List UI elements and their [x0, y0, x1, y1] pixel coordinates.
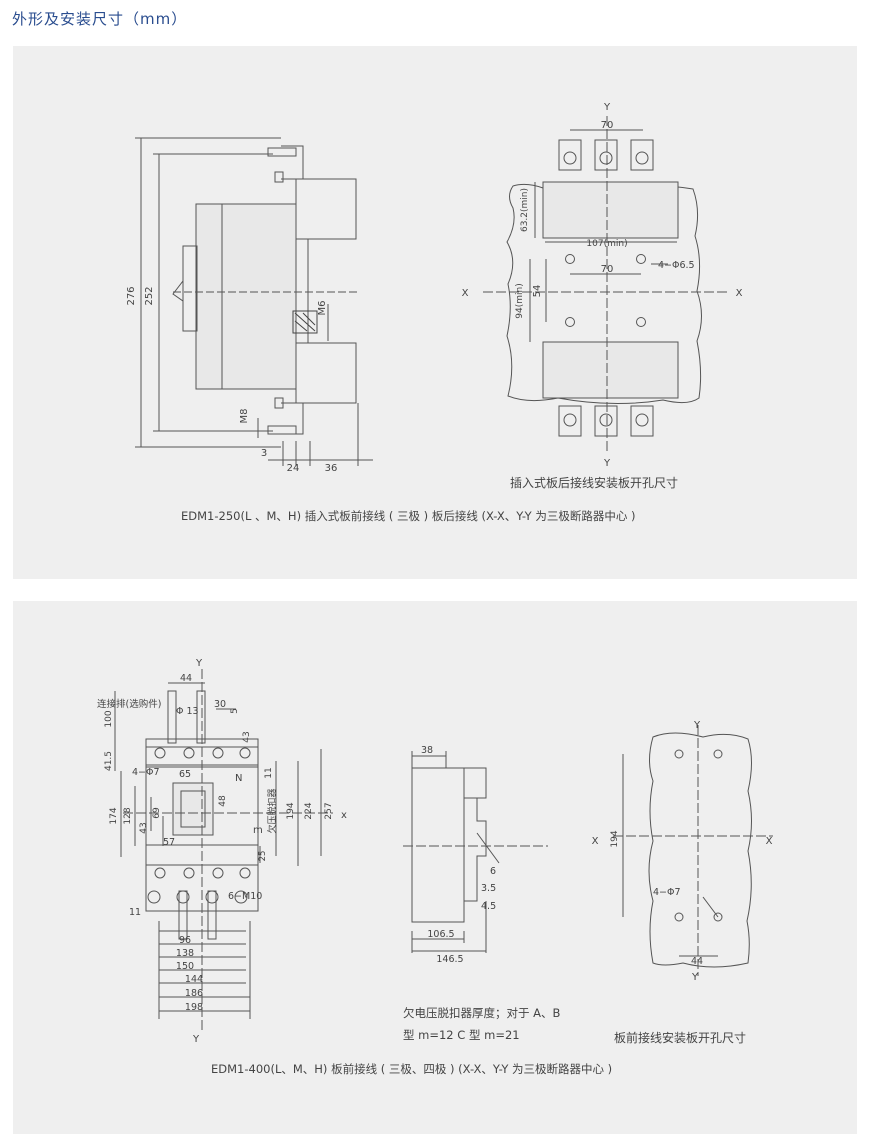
dim-6: 6 [490, 866, 496, 877]
dim-257: 257 [324, 802, 334, 819]
dim-128: 128 [123, 807, 133, 824]
label-6m10: 6−M10 [228, 891, 262, 902]
panel-edm1-400: Y Y x 连接排(选购件) Φ 13 4−Φ7 N m 欠压脱扣器 6−M10… [13, 601, 857, 1134]
axis-x-left: X [462, 288, 469, 299]
dim-70-top: 70 [601, 120, 614, 131]
dim-41-5: 41.5 [104, 751, 114, 771]
dim-24: 24 [287, 463, 300, 474]
axis-y-bottom-3: Y [691, 972, 699, 983]
dim-63-2: 63.2(min) [520, 188, 530, 232]
dim-4phi7-cutout: 4−Φ7 [653, 887, 681, 898]
axis-x-right: X [736, 288, 743, 299]
dim-100: 100 [104, 710, 114, 727]
dim-holes: 4−Φ6.5 [658, 260, 695, 271]
dim-224: 224 [304, 802, 314, 819]
dim-25: 25 [258, 851, 268, 862]
axis-y-bottom: Y [603, 458, 611, 469]
dim-198: 198 [185, 1002, 203, 1013]
dim-3: 3 [261, 448, 267, 459]
dim-70-mid: 70 [601, 264, 614, 275]
dim-4-5: 4.5 [481, 901, 496, 912]
edm1-400-drawing: Y Y x 连接排(选购件) Φ 13 4−Φ7 N m 欠压脱扣器 6−M10… [97, 658, 773, 1045]
panel-edm1-250: 276 252 M6 M8 3 24 36 Y Y X X 70 63.2(mi… [13, 46, 857, 579]
dim-m8: M8 [239, 409, 250, 424]
undervoltage-note-2: 型 m=12 C 型 m=21 [403, 1028, 520, 1042]
label-connector: 连接排(选购件) [97, 698, 161, 710]
dim-174: 174 [109, 807, 119, 824]
dim-11-b: 11 [129, 907, 141, 918]
undervoltage-note-1: 欠电压脱扣器厚度；对于 A、B [403, 1006, 561, 1020]
dim-194: 194 [286, 802, 296, 819]
dim-138: 138 [176, 948, 194, 959]
dim-5: 5 [230, 708, 240, 714]
axis-y-top-3: Y [693, 720, 701, 731]
dim-38: 38 [421, 745, 433, 756]
dim-107: 107(min) [586, 239, 627, 249]
edm1-250-drawing: 276 252 M6 M8 3 24 36 Y Y X X 70 63.2(mi… [126, 102, 743, 474]
label-m: m [253, 825, 263, 836]
label-phi13: Φ 13 [176, 706, 199, 717]
dim-94: 94(min) [515, 283, 525, 318]
dim-43-top: 43 [242, 731, 252, 742]
dim-146-5: 146.5 [436, 954, 463, 965]
label-undervoltage: 欠压脱扣器 [266, 788, 278, 833]
panel2-caption: EDM1-400(L、M、H) 板前接线 ( 三极、四极 ) (X-X、Y-Y … [211, 1062, 613, 1076]
dim-48: 48 [218, 795, 228, 807]
panel1-caption: EDM1-250(L 、M、H) 插入式板前接线 ( 三极 ) 板后接线 (X-… [181, 509, 636, 523]
label-4phi7: 4−Φ7 [132, 767, 160, 778]
dim-252: 252 [144, 286, 155, 305]
dim-144: 144 [185, 974, 203, 985]
dim-186: 186 [185, 988, 203, 999]
page-title: 外形及安装尺寸（mm） [12, 10, 188, 28]
dim-96: 96 [179, 935, 191, 946]
label-n: N [235, 773, 242, 784]
dim-44: 44 [180, 673, 192, 684]
dim-3-5: 3.5 [481, 883, 496, 894]
dim-11-a: 11 [264, 767, 274, 778]
axis-y-top-2: Y [195, 658, 203, 669]
dim-194-cutout: 194 [610, 830, 620, 847]
dim-30: 30 [214, 699, 226, 710]
axis-x-right-3: X [766, 836, 773, 847]
dim-54: 54 [532, 285, 543, 298]
dim-106-5: 106.5 [427, 929, 454, 940]
cutout-caption-2: 板前接线安装板开孔尺寸 [614, 1031, 747, 1045]
axis-y-top: Y [603, 102, 611, 113]
dim-43-b: 43 [139, 822, 149, 833]
dim-276: 276 [126, 286, 137, 305]
dim-44-cutout: 44 [691, 956, 703, 967]
dim-69: 69 [152, 807, 162, 819]
axis-x-left-3: X [592, 836, 599, 847]
dim-36: 36 [325, 463, 338, 474]
dim-57: 57 [163, 837, 175, 848]
dim-65: 65 [179, 769, 191, 780]
axis-x-right-2: x [341, 810, 347, 821]
axis-y-bottom-2: Y [192, 1034, 200, 1045]
dim-m6: M6 [317, 301, 328, 316]
dim-150: 150 [176, 961, 194, 972]
cutout-caption-1: 插入式板后接线安装板开孔尺寸 [510, 476, 679, 490]
